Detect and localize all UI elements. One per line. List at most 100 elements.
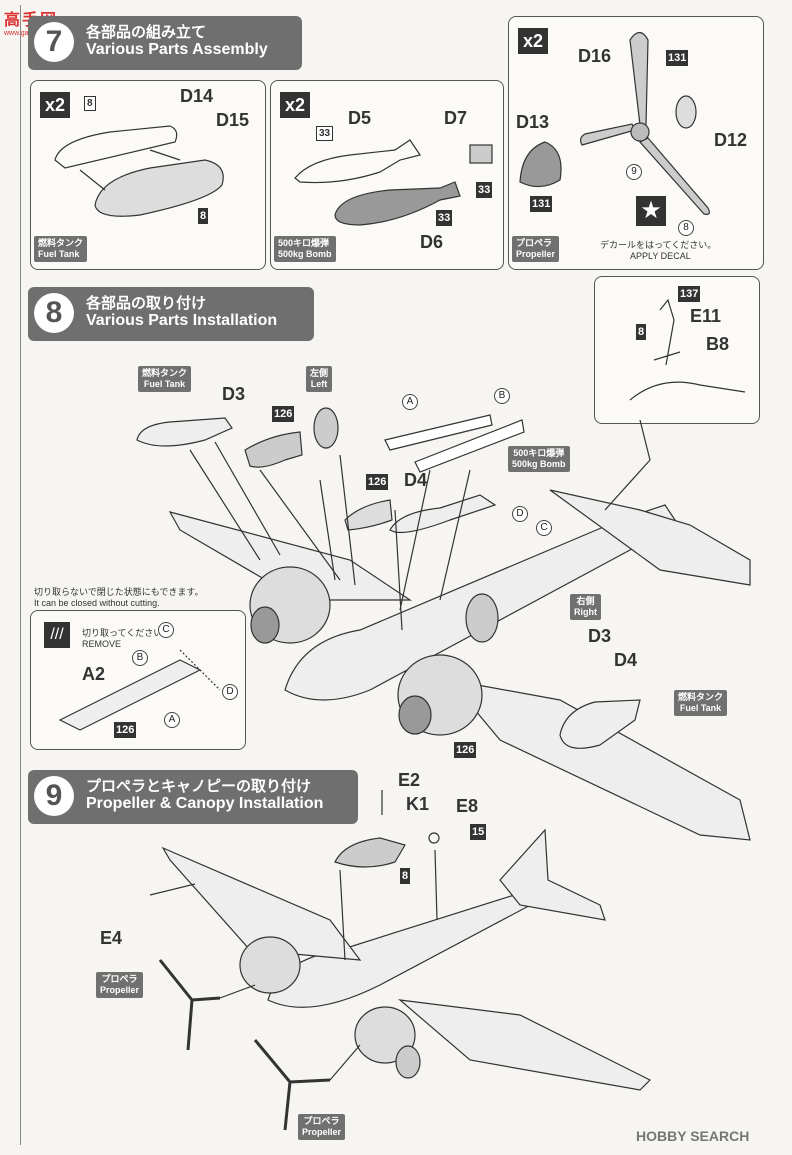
step7-title-en: Various Parts Assembly: [86, 41, 268, 58]
fuel-tank-part-right: [559, 699, 641, 749]
inset-code-126: 126: [114, 722, 137, 738]
prop-circle-9: 9: [626, 164, 642, 180]
bomb-label-en: 500kg Bomb: [278, 249, 332, 259]
part-d3-left: D3: [222, 384, 246, 404]
s8-right-jp: 右側: [576, 596, 595, 606]
prop-code-131a: 131: [666, 50, 689, 66]
s9-canopy-k1: [334, 837, 406, 868]
decal-note-en: APPLY DECAL: [630, 251, 691, 261]
circle-b: B: [494, 388, 510, 404]
part-e11: E11: [690, 306, 722, 326]
remove-jp: 切り取ってください。: [82, 628, 172, 638]
part-d12: D12: [714, 130, 748, 150]
fuel-tank-label-right: 燃料タンク Fuel Tank: [674, 690, 728, 716]
step8-title-en: Various Parts Installation: [86, 312, 278, 329]
s9-part-e8: [428, 832, 440, 844]
s9-propeller-1: [158, 959, 221, 1051]
part-k1: K1: [406, 794, 430, 814]
circle-c: C: [536, 520, 552, 536]
step7-header: 7 各部品の組み立て Various Parts Assembly: [28, 16, 302, 70]
s8-fuel2-en: Fuel Tank: [679, 703, 722, 713]
part-d6: D6: [420, 232, 444, 252]
part-e4: E4: [100, 928, 123, 948]
part-e8: E8: [456, 796, 479, 816]
aircraft-wing-right: [448, 679, 751, 841]
prop-code-131b: 131: [530, 196, 553, 212]
inset-circle-b: B: [132, 650, 148, 666]
s8-bomb-jp: 500キロ爆弾: [513, 448, 565, 458]
step9-title-jp: プロペラとキャノピーの取り付け: [86, 778, 312, 795]
code-126-a: 126: [272, 406, 295, 422]
s8-bomb-en: 500kg Bomb: [512, 459, 566, 469]
spinner-d13: [519, 141, 562, 188]
propeller-label-1: プロペラ Propeller: [96, 972, 144, 998]
main-wheel: [465, 593, 499, 643]
step7-title-jp: 各部品の組み立て: [86, 24, 207, 41]
s8-left-en: Left: [310, 379, 328, 389]
fuel-code-8a: 8: [84, 96, 96, 111]
s8-left-jp: 左側: [310, 368, 329, 378]
prop-backplate: [675, 95, 697, 129]
prop-blade-down: [639, 137, 710, 215]
bomb-label: 500キロ爆弾 500kg Bomb: [274, 236, 336, 262]
fuel-label-en: Fuel Tank: [38, 249, 80, 259]
bomb-label-s8: 500キロ爆弾 500kg Bomb: [508, 446, 570, 472]
inset-circle-d: D: [222, 684, 238, 700]
panel-126-b: [344, 499, 393, 531]
cut-note-en: It can be closed without cutting.: [34, 598, 160, 608]
right-label: 右側 Right: [570, 594, 601, 620]
s8-fuel2-jp: 燃料タンク: [678, 692, 724, 702]
left-label: 左側 Left: [306, 366, 333, 392]
s9-code-8: 8: [400, 868, 411, 884]
propeller-label-2: プロペラ Propeller: [298, 1114, 346, 1140]
decal-circle-8: 8: [678, 220, 694, 236]
step8-title-jp: 各部品の取り付け: [86, 295, 207, 312]
s8-right-en: Right: [574, 607, 597, 617]
bomb-d5: [294, 139, 421, 184]
s9-tail: [499, 828, 606, 921]
part-e2: E2: [398, 770, 421, 790]
inset-circle-a: A: [164, 712, 180, 728]
inset-code-137: 137: [678, 286, 701, 302]
bomb-label-jp: 500キロ爆弾: [278, 238, 330, 248]
step9-header: 9 プロペラとキャノピーの取り付け Propeller & Canopy Ins…: [28, 770, 358, 824]
s9-propeller-2: [253, 1039, 331, 1131]
part-d16: D16: [578, 46, 612, 66]
left-wheel: [313, 407, 339, 449]
fuel-code-8b: 8: [198, 208, 209, 224]
prop-label-en: Propeller: [516, 249, 556, 259]
s9-code-15: 15: [470, 824, 487, 840]
circle-a: A: [402, 394, 418, 410]
prop-label-jp: プロペラ: [516, 238, 553, 248]
a2-part: [58, 659, 202, 731]
bomb-d7: [469, 144, 493, 164]
part-d7: D7: [444, 108, 468, 128]
bomb-d6: [334, 181, 461, 226]
prop-qty-badge: x2: [518, 28, 548, 54]
part-d13: D13: [516, 112, 550, 132]
bomb-code-33b: 33: [476, 182, 493, 198]
bomb-code-33a: 33: [316, 126, 334, 141]
s8-fuel-jp: 燃料タンク: [142, 368, 188, 378]
star-decal-icon: ★: [636, 196, 666, 226]
s9-engine-left: [239, 936, 301, 994]
panel-d4-b: [414, 419, 525, 473]
decal-note-jp: デカールをはってください。: [600, 240, 717, 250]
step8-header: 8 各部品の取り付け Various Parts Installation: [28, 287, 314, 341]
step7-number: 7: [34, 22, 74, 62]
step8-number: 8: [34, 293, 74, 333]
s9-prop2-en: Propeller: [302, 1127, 342, 1137]
page-border: [20, 5, 21, 1145]
aircraft-tail: [549, 489, 751, 586]
part-b8: B8: [706, 334, 730, 354]
s9-engine-right: [354, 1006, 416, 1064]
code-126-b: 126: [366, 474, 389, 490]
prop-hub: [630, 122, 650, 142]
bomb-code-33c: 33: [436, 210, 453, 226]
fuel-tank-top-half: [54, 125, 178, 169]
bomb-s8: [389, 494, 497, 534]
part-d5: D5: [348, 108, 372, 128]
cut-icon: ///: [44, 622, 70, 648]
fuel-tank-part-left: [136, 417, 233, 447]
propeller-label: プロペラ Propeller: [512, 236, 560, 262]
